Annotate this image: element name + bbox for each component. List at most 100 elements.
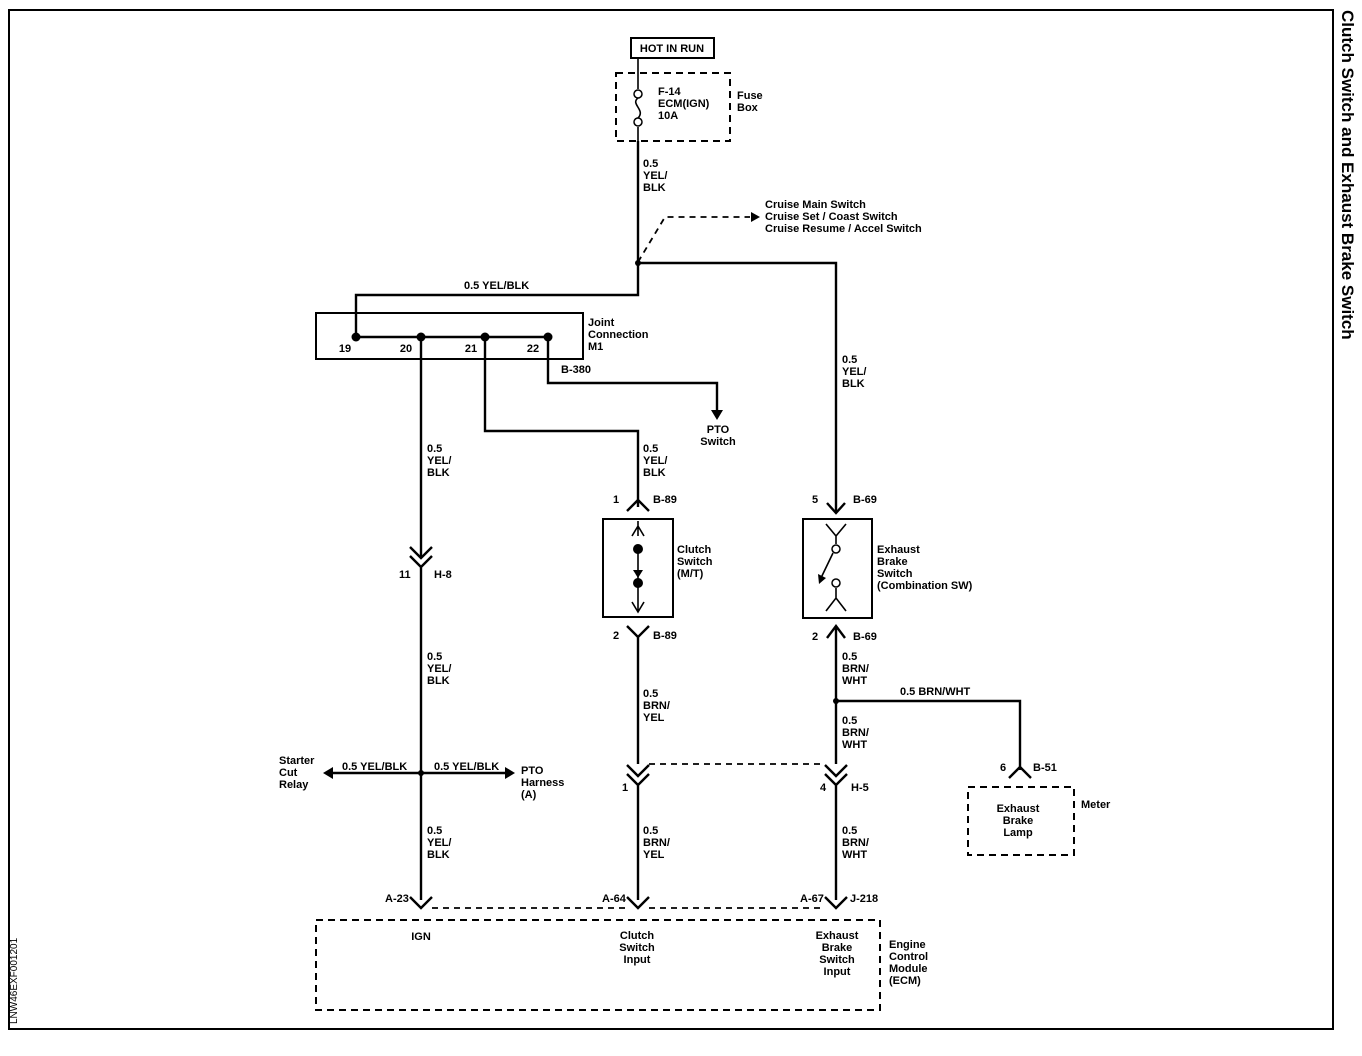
clutch-bottom-connector bbox=[626, 625, 650, 764]
wire-clutch-feed bbox=[483, 337, 640, 507]
clutch-top-connector bbox=[626, 498, 650, 512]
joint-label-1: Joint bbox=[588, 317, 615, 329]
wire-label-brnwht-b3: WHT bbox=[842, 739, 867, 751]
ecm-input-exhaust-4: Input bbox=[824, 966, 851, 978]
pto-harness-label-3: (A) bbox=[521, 789, 537, 801]
cruise-branch-line bbox=[637, 216, 750, 263]
joint-pin-19-dot bbox=[351, 332, 361, 342]
wire-label-starter: 0.5 YEL/BLK bbox=[342, 761, 407, 773]
fuse-box bbox=[615, 72, 731, 142]
joint-label-2: Connection bbox=[588, 329, 649, 341]
clutch-switch-box bbox=[602, 518, 674, 618]
wire-label-brnyel-c1: 0.5 bbox=[643, 825, 658, 837]
wire-label-ign-c2: YEL/ bbox=[427, 837, 451, 849]
clutch-switch-contact bbox=[631, 521, 645, 614]
h8-connector-label: H-8 bbox=[434, 569, 452, 581]
exhaust-pin-2: 2 bbox=[812, 631, 818, 643]
pto-harness-label-2: Harness bbox=[521, 777, 564, 789]
cruise-switch-3: Cruise Resume / Accel Switch bbox=[765, 223, 922, 235]
wire-label-brnyel-c3: YEL bbox=[643, 849, 665, 861]
pto-switch-arrow bbox=[711, 410, 723, 420]
hot-in-run-box bbox=[630, 37, 715, 59]
h8-connector bbox=[409, 546, 433, 900]
starter-relay-label-3: Relay bbox=[279, 779, 309, 791]
ecm-label-1: Engine bbox=[889, 939, 926, 951]
wire-label-pto-harness: 0.5 YEL/BLK bbox=[434, 761, 499, 773]
wire-label-brnwht-c3: WHT bbox=[842, 849, 867, 861]
exhaust-connector-bottom: B-69 bbox=[853, 631, 877, 643]
wire-label-ign-b3: BLK bbox=[427, 675, 450, 687]
cruise-branch-arrow bbox=[751, 212, 760, 222]
joint-pin-20: 20 bbox=[400, 343, 412, 355]
exhaust-switch-label-2: Brake bbox=[877, 556, 908, 568]
ecm-connector-a64: A-64 bbox=[602, 893, 627, 905]
exhaust-lamp-label-1: Exhaust bbox=[997, 803, 1040, 815]
ecm-connector-a23: A-23 bbox=[385, 893, 409, 905]
wire-label-clutch-1: 0.5 bbox=[643, 443, 658, 455]
wire-label-brnwht-a2: BRN/ bbox=[842, 663, 869, 675]
wire-label-ign-b2: YEL/ bbox=[427, 663, 451, 675]
wire-label-meter: 0.5 BRN/WHT bbox=[900, 686, 971, 698]
h5-pin-1: 1 bbox=[622, 782, 628, 794]
wire-label-clutch-2: YEL/ bbox=[643, 455, 667, 467]
meter-box bbox=[967, 786, 1075, 856]
connector-b380: B-380 bbox=[561, 364, 591, 376]
pto-switch-label-2: Switch bbox=[700, 436, 736, 448]
clutch-switch-arrow bbox=[633, 570, 643, 578]
wire-label-brnwht-c1: 0.5 bbox=[842, 825, 857, 837]
wire-label-brnyel-3: YEL bbox=[643, 712, 665, 724]
wire-label-feed-2: YEL/ bbox=[643, 170, 667, 182]
wire-label-brnwht-b2: BRN/ bbox=[842, 727, 869, 739]
ecm-label-3: Module bbox=[889, 963, 928, 975]
meter-pin-6: 6 bbox=[1000, 762, 1006, 774]
meter-connector bbox=[1008, 765, 1032, 779]
clutch-switch-label-2: Switch bbox=[677, 556, 713, 568]
wire-label-exh-3: BLK bbox=[842, 378, 865, 390]
ecm-input-exhaust-3: Switch bbox=[819, 954, 855, 966]
ecm-connectors bbox=[409, 896, 848, 910]
h8-pin-11: 11 bbox=[399, 569, 411, 581]
wire-label-brnwht-a1: 0.5 bbox=[842, 651, 857, 663]
cruise-switch-1: Cruise Main Switch bbox=[765, 199, 866, 211]
exhaust-pin-5: 5 bbox=[812, 494, 818, 506]
fuse-label-3: 10A bbox=[658, 110, 678, 122]
ecm-input-clutch-3: Input bbox=[624, 954, 651, 966]
meter-connector-label: B-51 bbox=[1033, 762, 1057, 774]
wire-label-brnyel-2: BRN/ bbox=[643, 700, 670, 712]
fuse-label-2: ECM(IGN) bbox=[658, 98, 710, 110]
meter-label: Meter bbox=[1081, 799, 1111, 811]
wire-label-brnyel-1: 0.5 bbox=[643, 688, 658, 700]
pto-switch-label-1: PTO bbox=[707, 424, 730, 436]
ecm-label-2: Control bbox=[889, 951, 928, 963]
wire-label-clutch-3: BLK bbox=[643, 467, 666, 479]
exhaust-switch-contact bbox=[819, 523, 847, 612]
wire-label-ign-a2: YEL/ bbox=[427, 455, 451, 467]
h5-connector-label: H-5 bbox=[851, 782, 869, 794]
joint-pin-21: 21 bbox=[465, 343, 477, 355]
ecm-input-exhaust-2: Brake bbox=[822, 942, 853, 954]
clutch-switch-dot-bottom bbox=[633, 578, 643, 588]
wire-label-feed-1: 0.5 bbox=[643, 158, 658, 170]
fuse-terminal-top bbox=[633, 89, 643, 99]
wire-label-brnyel-c2: BRN/ bbox=[643, 837, 670, 849]
h5-connector bbox=[626, 764, 848, 900]
clutch-pin-1: 1 bbox=[613, 494, 619, 506]
wire-label-brnwht-c2: BRN/ bbox=[842, 837, 869, 849]
exhaust-switch-term-bottom bbox=[831, 578, 841, 588]
diagram-frame bbox=[8, 9, 1334, 1030]
clutch-pin-2: 2 bbox=[613, 630, 619, 642]
ecm-connector-j218: J-218 bbox=[850, 893, 878, 905]
starter-arrow bbox=[323, 767, 333, 779]
clutch-connector-bottom: B-89 bbox=[653, 630, 677, 642]
wire-label-m1-feed: 0.5 YEL/BLK bbox=[464, 280, 529, 292]
exhaust-connector-top: B-69 bbox=[853, 494, 877, 506]
wire-pto-switch bbox=[546, 337, 719, 413]
diagram-title: Clutch Switch and Exhaust Brake Switch bbox=[1338, 10, 1357, 340]
exhaust-switch-term-top bbox=[831, 544, 841, 554]
fuse-box-label-1: Fuse bbox=[737, 90, 763, 102]
clutch-switch-label-1: Clutch bbox=[677, 544, 712, 556]
pto-harness-arrow bbox=[505, 767, 515, 779]
hot-in-run-label: HOT IN RUN bbox=[640, 43, 704, 55]
wire-label-exh-2: YEL/ bbox=[842, 366, 866, 378]
clutch-switch-dot-top bbox=[633, 544, 643, 554]
